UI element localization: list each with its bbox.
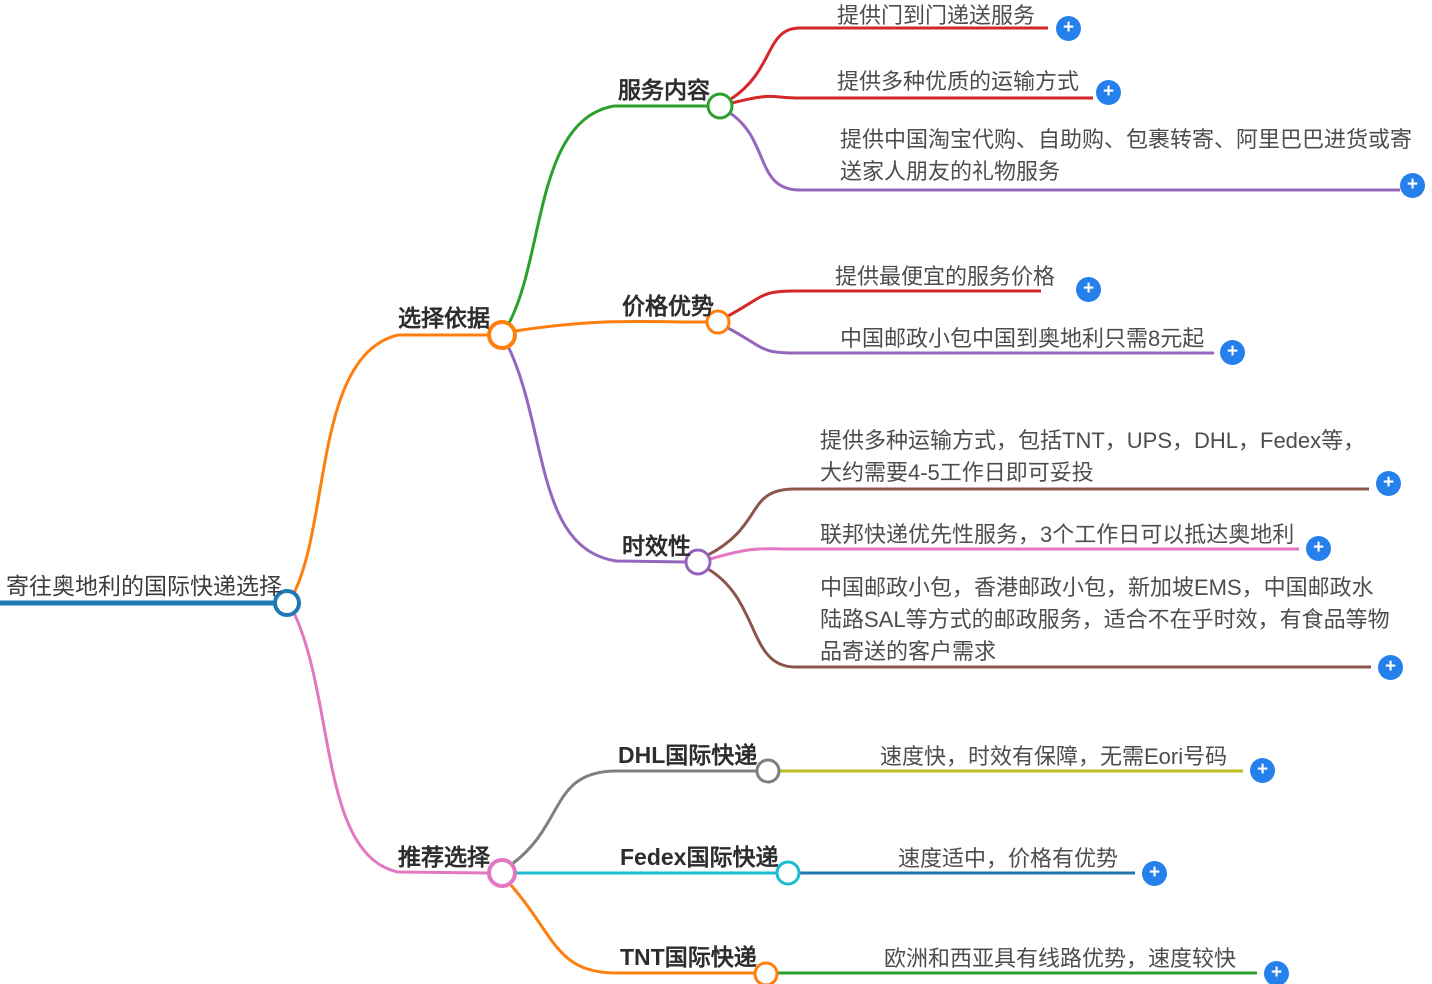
edge-recommend-tnt	[508, 883, 755, 975]
edge-criteria-time	[506, 345, 687, 564]
edge-root-recommend	[292, 612, 490, 875]
leaf-dhl-advantage[interactable]: 速度快，时效有保障，无需Eori号码	[880, 744, 1228, 769]
edge-time-leaf1	[707, 487, 1369, 557]
node-circle-dhl[interactable]	[755, 758, 781, 784]
edge-service-leaf2	[731, 94, 1093, 105]
leaf-multi-transport-quality[interactable]: 提供多种优质的运输方式	[837, 69, 1080, 94]
add-icon[interactable]: +	[1056, 16, 1081, 41]
edge-price-leaf2	[727, 326, 1214, 355]
edge-service-leaf3	[729, 111, 1400, 192]
branch-recommend-label[interactable]: 推荐选择	[398, 844, 490, 870]
add-icon[interactable]: +	[1400, 173, 1425, 198]
edge-root-criteria	[292, 333, 489, 594]
add-icon[interactable]: +	[1142, 861, 1167, 886]
node-circle-tnt[interactable]	[753, 961, 779, 984]
node-circle-fedex[interactable]	[775, 860, 801, 886]
leaf-cheapest-price[interactable]: 提供最便宜的服务价格	[835, 264, 1056, 289]
root-node-label[interactable]: 寄往奥地利的国际快递选择	[6, 573, 282, 599]
branch-criteria-label[interactable]: 选择依据	[398, 305, 490, 331]
add-icon[interactable]: +	[1096, 80, 1121, 105]
leaf-fedex-advantage[interactable]: 速度适中，价格有优势	[898, 846, 1119, 871]
edge-criteria-service	[507, 104, 708, 324]
topic-time-label[interactable]: 时效性	[622, 533, 691, 559]
leaf-door-to-door[interactable]: 提供门到门递送服务	[837, 3, 1036, 28]
node-circle-time[interactable]	[684, 548, 712, 576]
node-circle-price[interactable]	[705, 309, 731, 335]
add-icon[interactable]: +	[1306, 536, 1331, 561]
node-circle-criteria[interactable]	[487, 320, 517, 350]
add-icon[interactable]: +	[1220, 340, 1245, 365]
edge-service-leaf1	[730, 26, 1048, 101]
topic-service-label[interactable]: 服务内容	[618, 77, 710, 103]
edge-recommend-dhl	[511, 769, 756, 866]
topic-tnt-label[interactable]: TNT国际快递	[620, 944, 757, 970]
topic-fedex-label[interactable]: Fedex国际快递	[620, 844, 779, 870]
node-circle-service[interactable]	[706, 92, 734, 120]
node-circle-root[interactable]	[273, 589, 301, 617]
add-icon[interactable]: +	[1250, 758, 1275, 783]
add-icon[interactable]: +	[1264, 961, 1289, 984]
leaf-china-post-8yuan[interactable]: 中国邮政小包中国到奥地利只需8元起	[840, 326, 1205, 351]
edge-time-leaf2	[709, 547, 1299, 561]
edge-criteria-price	[514, 319, 708, 333]
leaf-taobao-services[interactable]: 提供中国淘宝代购、自助购、包裹转寄、阿里巴巴进货或寄送家人朋友的礼物服务	[840, 127, 1413, 184]
node-circle-recommend[interactable]	[487, 858, 517, 888]
leaf-fedex-priority-3days[interactable]: 联邦快递优先性服务，3个工作日可以抵达奥地利	[820, 522, 1295, 547]
edge-price-leaf1	[727, 289, 1041, 318]
topic-dhl-label[interactable]: DHL国际快递	[618, 742, 758, 768]
add-icon[interactable]: +	[1378, 655, 1403, 680]
leaf-45-workdays[interactable]: 提供多种运输方式，包括TNT，UPS，DHL，Fedex等，大约需要4-5工作日…	[820, 428, 1366, 485]
edge-time-leaf3	[707, 567, 1371, 669]
add-icon[interactable]: +	[1376, 471, 1401, 496]
leaf-tnt-advantage[interactable]: 欧洲和西亚具有线路优势，速度较快	[884, 946, 1237, 971]
add-icon[interactable]: +	[1076, 277, 1101, 302]
leaf-postal-services[interactable]: 中国邮政小包，香港邮政小包，新加坡EMS，中国邮政水陆路SAL等方式的邮政服务，…	[820, 575, 1390, 664]
topic-price-label[interactable]: 价格优势	[622, 293, 714, 319]
